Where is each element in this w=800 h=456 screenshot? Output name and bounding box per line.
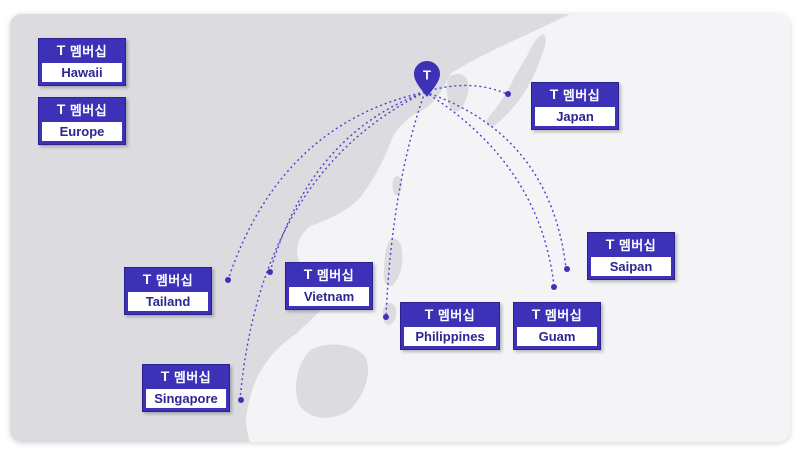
brand-label: 멤버십	[618, 238, 657, 254]
t-logo-icon: T	[605, 236, 615, 252]
japan-landmass	[486, 34, 546, 127]
dot-guam	[551, 284, 557, 290]
route-lines	[227, 84, 567, 401]
route-guam	[424, 91, 555, 287]
dot-vietnam	[267, 269, 273, 275]
brand-label: 멤버십	[173, 370, 212, 386]
indochina-landmass	[201, 217, 270, 420]
taiwan-landmass	[392, 176, 402, 196]
korea-landmass	[446, 74, 469, 112]
dot-singapore	[238, 397, 244, 403]
t-logo-icon: T	[160, 368, 170, 384]
philippines-landmass	[382, 238, 403, 325]
destination-label: Philippines	[404, 327, 496, 346]
destination-label: Europe	[42, 122, 122, 141]
destination-label: Singapore	[146, 389, 226, 408]
brand-label: 멤버십	[562, 88, 601, 104]
destination-label: Tailand	[128, 292, 208, 311]
dot-tailand	[225, 277, 231, 283]
t-logo-icon: T	[424, 306, 434, 322]
route-philippines	[385, 91, 426, 317]
t-logo-icon: T	[531, 306, 541, 322]
asia-landmass	[10, 14, 570, 442]
t-logo-icon: T	[56, 42, 66, 58]
t-logo-icon: T	[142, 271, 152, 287]
destination-label: Japan	[535, 107, 615, 126]
route-endpoints	[225, 91, 570, 403]
t-logo-icon: T	[303, 266, 313, 282]
brand-label: 멤버십	[155, 273, 194, 289]
brand-label: 멤버십	[437, 308, 476, 324]
t-logo-icon: T	[549, 86, 559, 102]
brand-label: 멤버십	[69, 44, 108, 60]
t-logo-icon: T	[56, 101, 66, 117]
route-saipan	[424, 91, 567, 269]
destination-label: Vietnam	[289, 287, 369, 306]
t-logo-pin-icon: T	[412, 60, 442, 98]
brand-label: 멤버십	[544, 308, 583, 324]
asia-pacific-map	[10, 14, 570, 442]
map-card	[10, 14, 790, 442]
dot-saipan	[564, 266, 570, 272]
destination-label: Guam	[517, 327, 597, 346]
dot-philippines	[383, 314, 389, 320]
destination-label: Hawaii	[42, 63, 122, 82]
route-japan	[424, 84, 508, 95]
borneo-landmass	[295, 344, 369, 418]
route-vietnam	[269, 91, 426, 273]
brand-label: 멤버십	[316, 268, 355, 284]
brand-label: 멤버십	[69, 103, 108, 119]
destination-label: Saipan	[591, 257, 671, 276]
dot-japan	[505, 91, 511, 97]
svg-text:T: T	[423, 68, 431, 83]
